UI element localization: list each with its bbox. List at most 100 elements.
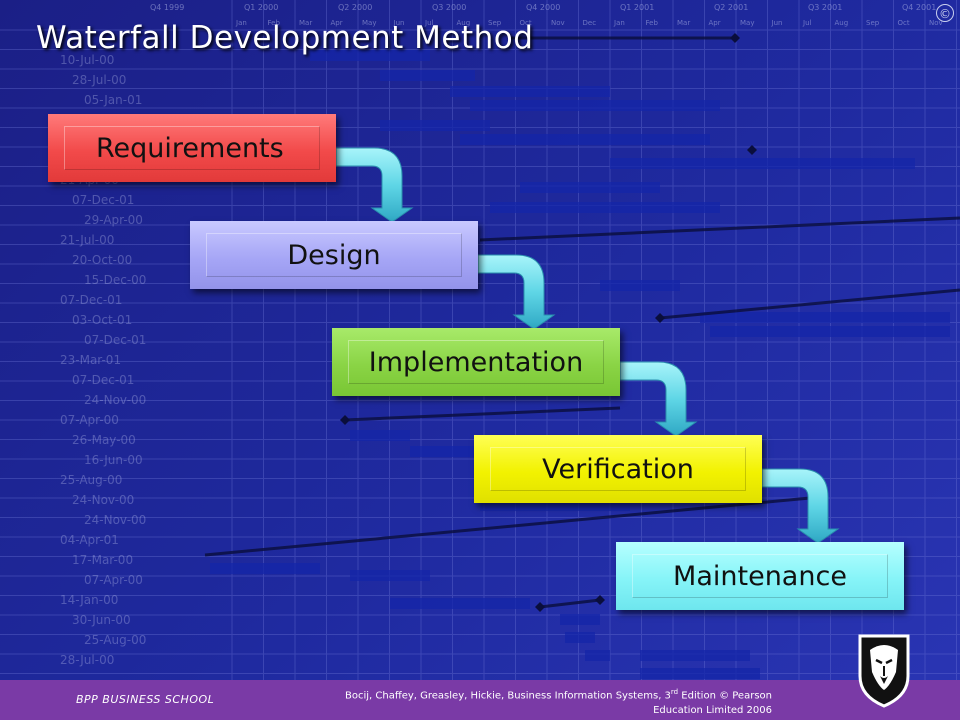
gantt-month-label: Nov bbox=[551, 19, 565, 27]
gantt-date-label: 24-Nov-00 bbox=[72, 493, 134, 507]
gantt-task-bar bbox=[410, 446, 480, 457]
citation-superscript: rd bbox=[670, 688, 679, 696]
connector-arrow-1 bbox=[335, 147, 414, 223]
gantt-task-bar bbox=[390, 598, 530, 609]
connector-arrow-2 bbox=[477, 254, 556, 330]
gantt-summary-line bbox=[539, 598, 601, 609]
gantt-date-label: 10-Jul-00 bbox=[60, 53, 114, 67]
gantt-date-label: 16-Jun-00 bbox=[84, 453, 143, 467]
gantt-month-label: Aug bbox=[835, 19, 849, 27]
gantt-milestone-diamond bbox=[730, 33, 740, 43]
school-name: BPP BUSINESS SCHOOL bbox=[76, 693, 215, 706]
gantt-date-label: 25-Aug-00 bbox=[60, 473, 122, 487]
gantt-month-label: Aug bbox=[457, 19, 471, 27]
gantt-task-bar bbox=[585, 650, 610, 661]
gantt-date-label: 24-Nov-00 bbox=[84, 393, 146, 407]
gantt-summary-line bbox=[344, 406, 621, 422]
gantt-task-bar bbox=[520, 182, 660, 193]
gantt-date-label: 15-Dec-00 bbox=[84, 273, 146, 287]
gantt-milestone-diamond bbox=[655, 313, 665, 323]
gantt-date-label: 24-Nov-00 bbox=[84, 513, 146, 527]
gantt-task-bar bbox=[310, 50, 430, 61]
gantt-milestone-diamond bbox=[340, 415, 350, 425]
gantt-month-label: Dec bbox=[583, 19, 597, 27]
gantt-month-label: Oct bbox=[898, 19, 910, 27]
gantt-date-label: 23-Mar-01 bbox=[60, 353, 121, 367]
gantt-date-label: 07-Dec-01 bbox=[72, 193, 134, 207]
gantt-month-label: Jan bbox=[235, 19, 247, 27]
gantt-task-bar bbox=[710, 326, 950, 337]
gantt-task-bar bbox=[350, 570, 430, 581]
gantt-date-label: 28-Jul-00 bbox=[72, 73, 126, 87]
gantt-date-label: 17-Mar-00 bbox=[72, 553, 133, 567]
stage-verification: Verification bbox=[474, 435, 762, 503]
stage-implementation-label: Implementation bbox=[368, 346, 584, 378]
gantt-date-label: 07-Dec-01 bbox=[60, 293, 122, 307]
connector-arrow-3 bbox=[619, 361, 698, 437]
gantt-task-bar bbox=[565, 632, 595, 643]
gantt-task-bar bbox=[610, 158, 915, 169]
gantt-month-label: Mar bbox=[299, 19, 312, 27]
gantt-summary-line bbox=[659, 288, 960, 320]
gantt-date-label: 20-Oct-00 bbox=[72, 253, 132, 267]
gantt-date-label: 07-Dec-01 bbox=[72, 373, 134, 387]
gantt-month-label: May bbox=[740, 19, 754, 27]
gantt-month-label: Oct bbox=[520, 19, 532, 27]
gantt-task-bar bbox=[210, 563, 320, 574]
gantt-task-bar bbox=[600, 280, 680, 291]
stage-maintenance: Maintenance bbox=[616, 542, 904, 610]
slide-title: Waterfall Development Method bbox=[36, 20, 534, 56]
citation-line1-post: Edition © Pearson bbox=[678, 690, 772, 702]
gantt-quarter-label: Q4 2001 bbox=[902, 3, 936, 12]
gantt-task-bar bbox=[470, 100, 720, 111]
gantt-quarter-label: Q2 2000 bbox=[338, 3, 372, 12]
lion-logo-icon bbox=[858, 634, 910, 708]
gantt-date-label: 14-Jan-00 bbox=[60, 593, 118, 607]
gantt-date-label: 07-Apr-00 bbox=[84, 573, 143, 587]
gantt-month-label: Jul bbox=[802, 19, 812, 27]
gantt-date-label: 07-Dec-01 bbox=[84, 333, 146, 347]
stage-design: Design bbox=[190, 221, 478, 289]
citation-line1-pre: Bocij, Chaffey, Greasley, Hickie, Busine… bbox=[344, 690, 671, 702]
gantt-task-bar bbox=[700, 312, 950, 323]
gantt-date-label: 21-Jul-00 bbox=[60, 233, 114, 247]
gantt-milestone-diamond bbox=[535, 602, 545, 612]
gantt-date-label: 03-Oct-01 bbox=[72, 313, 132, 327]
gantt-quarter-label: Q1 2000 bbox=[244, 3, 278, 12]
gantt-month-label: May bbox=[362, 19, 376, 27]
connector-arrow-4 bbox=[761, 468, 840, 544]
gantt-month-label: Jun bbox=[393, 19, 405, 27]
gantt-task-bar bbox=[350, 430, 410, 441]
gantt-summary-line bbox=[479, 216, 960, 242]
citation: Bocij, Chaffey, Greasley, Hickie, Busine… bbox=[332, 685, 772, 718]
gantt-task-bar bbox=[480, 500, 630, 511]
gantt-month-label: Jun bbox=[771, 19, 783, 27]
gantt-task-bar bbox=[560, 614, 600, 625]
gantt-date-label: 26-May-00 bbox=[72, 433, 136, 447]
stage-requirements: Requirements bbox=[48, 114, 336, 182]
gantt-month-label: Feb bbox=[646, 19, 659, 27]
gantt-quarter-label: Q2 2001 bbox=[714, 3, 748, 12]
gantt-quarter-label: Q3 2000 bbox=[432, 3, 466, 12]
gantt-quarter-label: Q4 2000 bbox=[526, 3, 560, 12]
copyright-icon: © bbox=[936, 4, 954, 22]
gantt-task-bar bbox=[380, 70, 475, 81]
gantt-date-label: 04-Apr-01 bbox=[60, 533, 119, 547]
gantt-month-label: Apr bbox=[331, 19, 343, 27]
gantt-month-label: Sep bbox=[488, 19, 502, 27]
gantt-task-bar bbox=[380, 120, 490, 131]
gantt-date-label: 30-Jun-00 bbox=[72, 613, 131, 627]
gantt-month-label: Mar bbox=[677, 19, 690, 27]
gantt-milestone-diamond bbox=[747, 145, 757, 155]
gantt-summary-line bbox=[204, 496, 811, 557]
gantt-date-label: 05-Jan-01 bbox=[84, 93, 142, 107]
stage-requirements-label: Requirements bbox=[96, 132, 284, 164]
gantt-date-label: 07-Apr-00 bbox=[60, 413, 119, 427]
gantt-task-bar bbox=[640, 650, 750, 661]
gantt-month-label: Apr bbox=[709, 19, 721, 27]
gantt-month-label: Feb bbox=[268, 19, 281, 27]
gantt-date-label: 28-Jul-00 bbox=[60, 653, 114, 667]
footer-bar: BPP BUSINESS SCHOOL Bocij, Chaffey, Grea… bbox=[0, 680, 960, 720]
